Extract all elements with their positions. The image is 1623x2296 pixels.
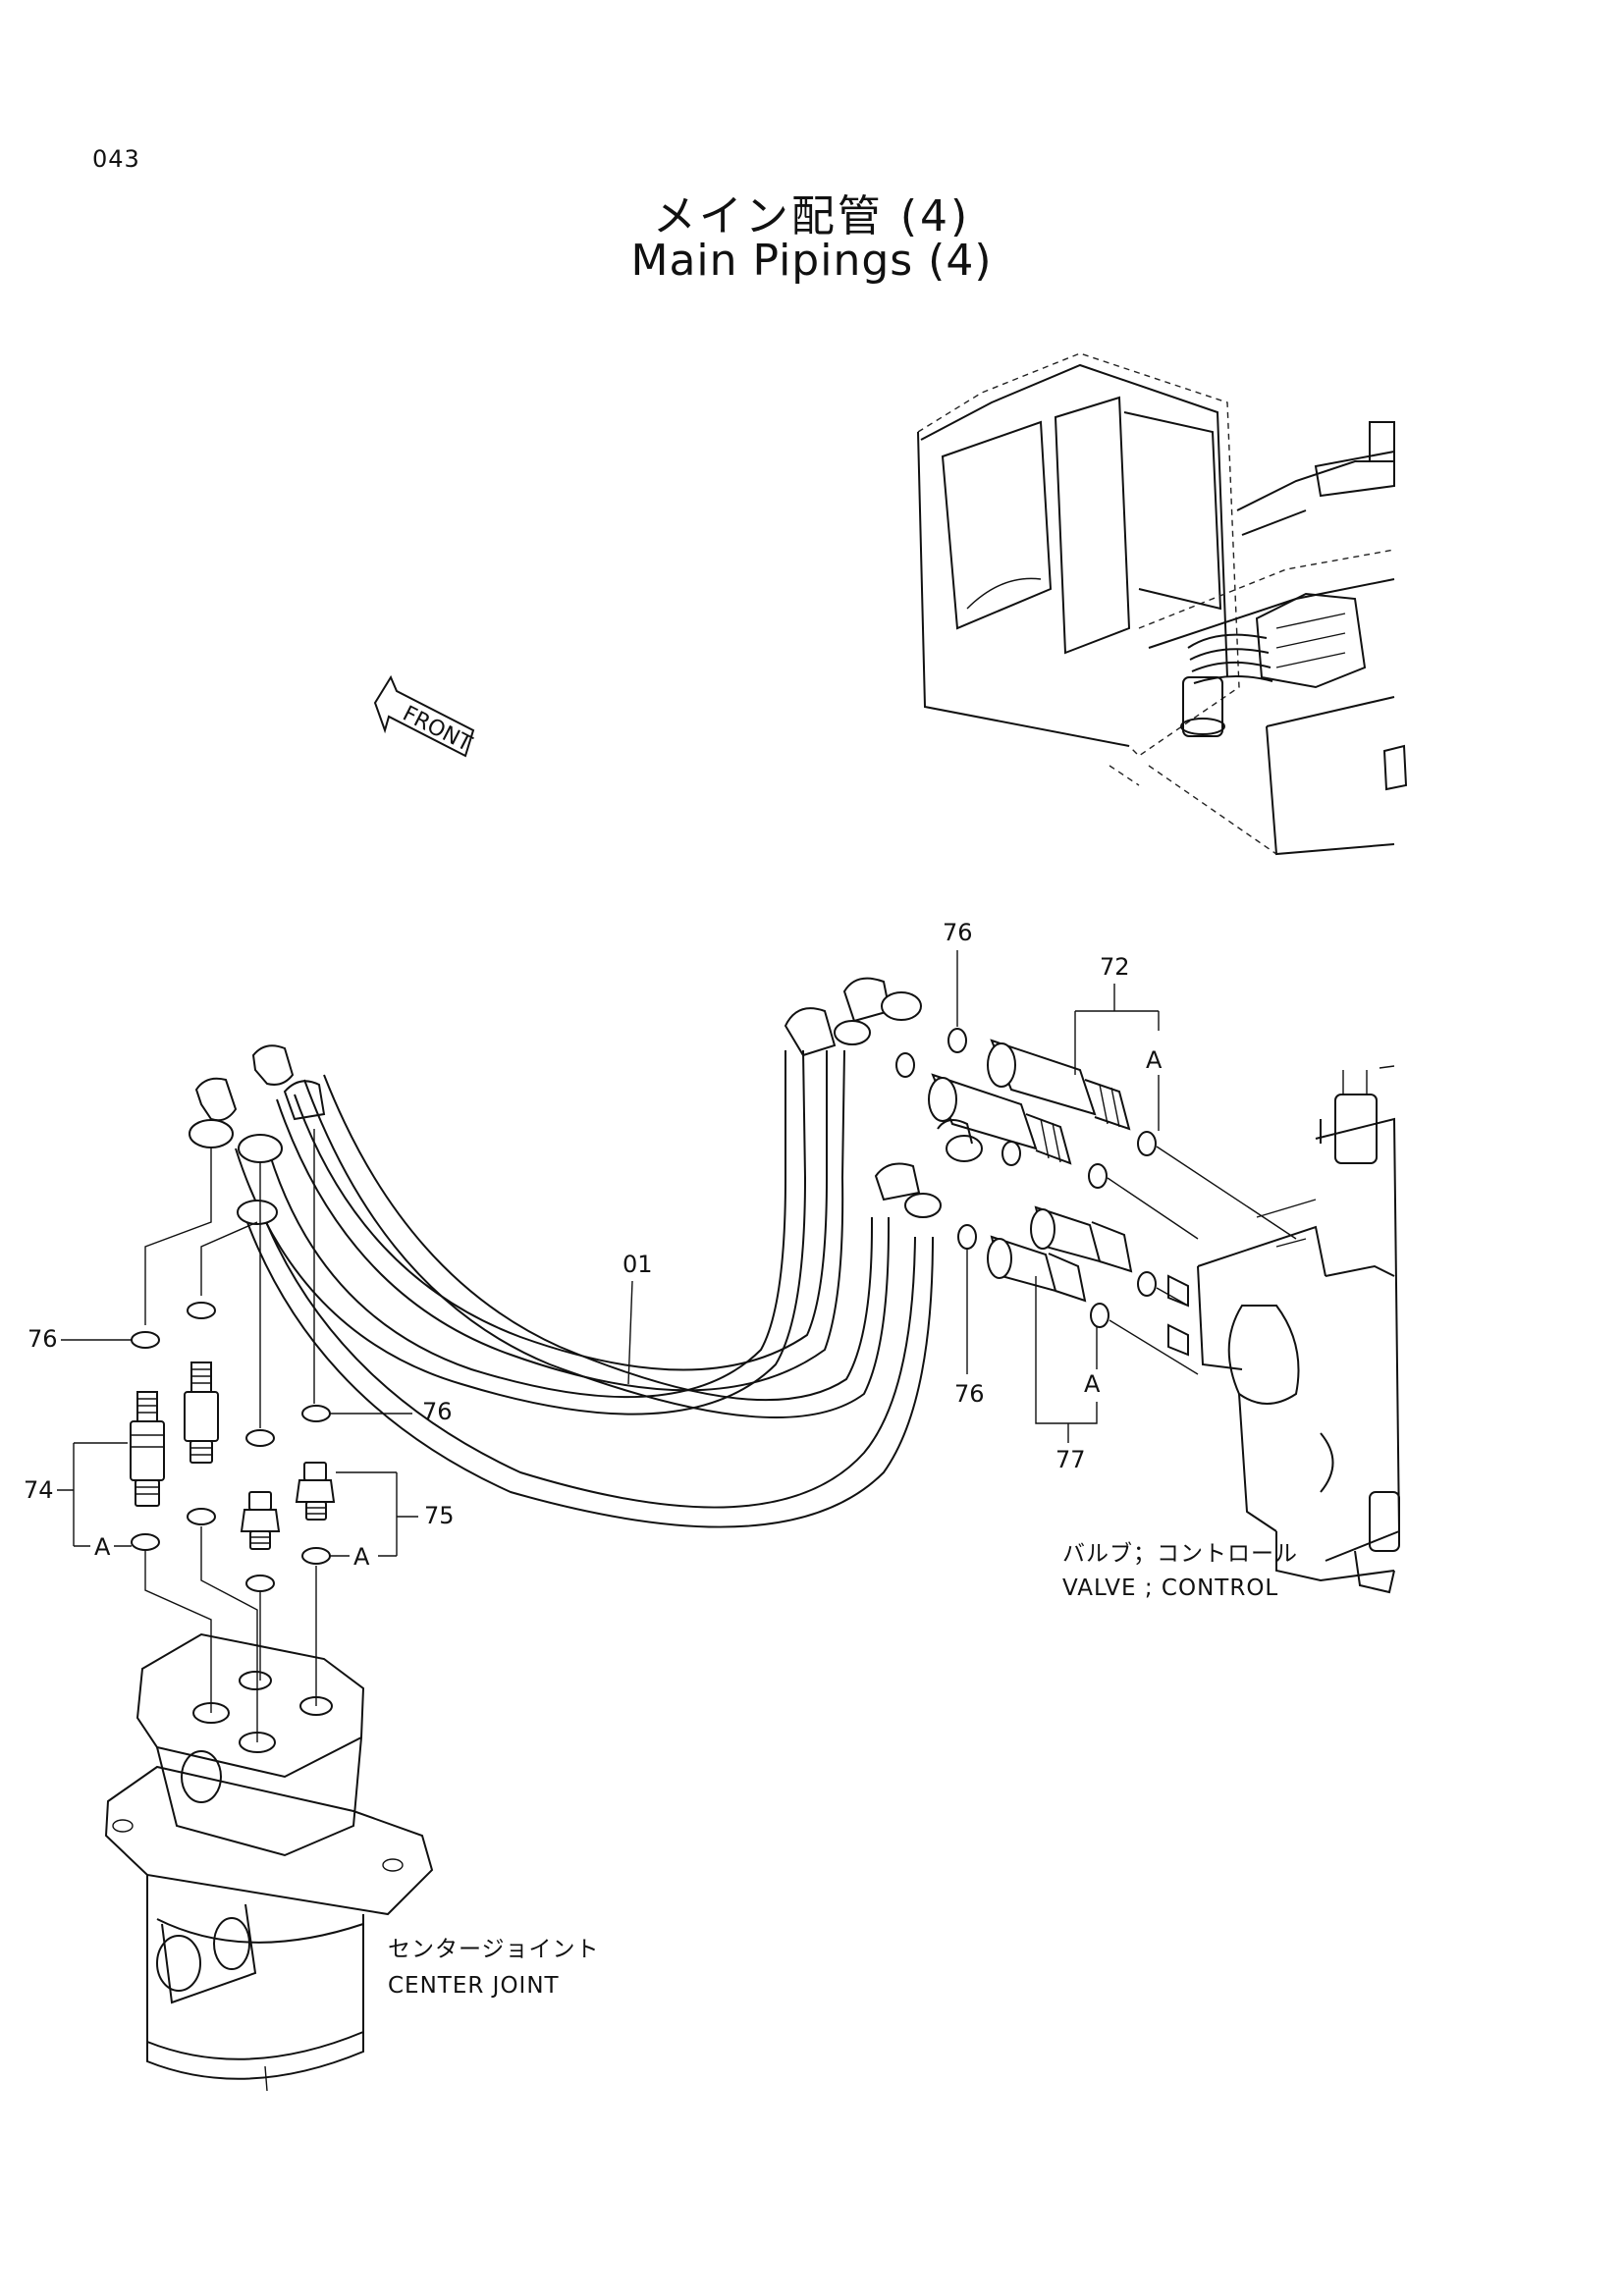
section-ref-a-left: A: [94, 1533, 111, 1561]
callout-76-top: 76: [943, 919, 973, 946]
callout-76-right: 76: [954, 1380, 985, 1408]
callout-77: 77: [1055, 1446, 1086, 1473]
section-ref-a-bottom: A: [1084, 1370, 1101, 1398]
section-ref-a-top: A: [1146, 1046, 1163, 1074]
callout-labels: 76 72 A 01 76 A 77 76 76 74 A 75 A: [24, 919, 1163, 1571]
front-direction-arrow: FRONT: [373, 674, 476, 758]
callout-74: 74: [24, 1476, 54, 1504]
callout-76-middle: 76: [422, 1398, 453, 1425]
section-ref-a-right: A: [353, 1543, 370, 1571]
component-captions: バルブ；コントロール VALVE ; CONTROL センタージョイント CEN…: [388, 1541, 1298, 1999]
title-english: Main Pipings (4): [630, 236, 993, 286]
page-number: 043: [92, 145, 140, 173]
control-valve-illustration: [1167, 1065, 1401, 1594]
excavator-overview-illustration: [917, 352, 1408, 856]
callout-72: 72: [1100, 953, 1130, 981]
front-arrow-label: FRONT: [399, 702, 476, 758]
callout-76-left: 76: [27, 1325, 58, 1353]
valve-caption-en: VALVE ; CONTROL: [1062, 1575, 1278, 1601]
hose-assembly: [189, 977, 983, 1528]
right-fittings-group: [895, 1028, 1297, 1375]
oring-right-1: [947, 1028, 967, 1053]
valve-caption-jp: バルブ；コントロール: [1062, 1541, 1298, 1567]
callout-75: 75: [424, 1502, 455, 1529]
callout-01-hose: 01: [622, 1251, 653, 1278]
oring-76-left: [131, 1331, 160, 1349]
left-fittings-group: [130, 1129, 336, 1742]
center-joint-illustration: [104, 1632, 434, 2092]
center-joint-caption-jp: センタージョイント: [388, 1937, 600, 1962]
center-joint-caption-en: CENTER JOINT: [388, 1973, 560, 1999]
title-japanese: メイン配管 (4): [652, 191, 971, 241]
